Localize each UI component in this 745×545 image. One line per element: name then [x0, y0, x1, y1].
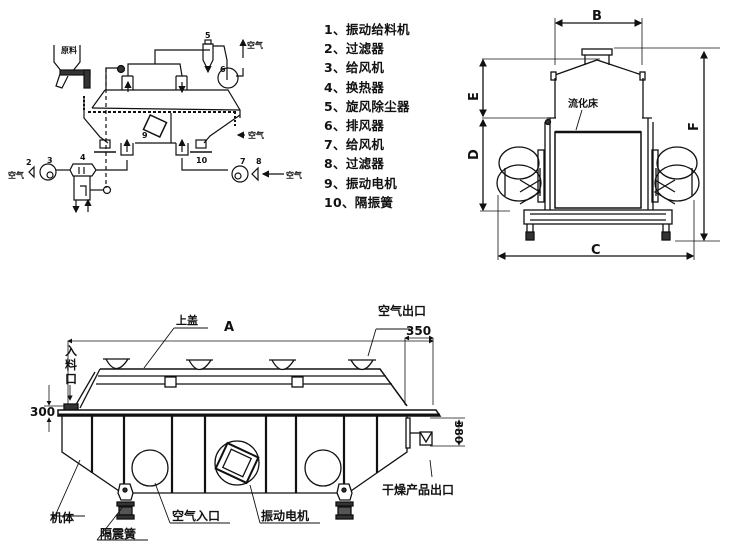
legend-item: 9、振动电机 — [324, 175, 398, 191]
dim-c-label: C — [591, 243, 601, 258]
legend-item: 7、给风机 — [324, 137, 385, 153]
feed-inlet-char: 料 — [65, 357, 77, 372]
legend-item: 4、换热器 — [324, 79, 385, 95]
num-9: 9 — [142, 131, 148, 140]
legend-item: 8、过滤器 — [324, 156, 385, 172]
feed-inlet-char: 入 — [65, 344, 77, 358]
inlet-air-chain-left — [28, 160, 128, 214]
air-inlet-label: 空气入口 — [172, 508, 220, 523]
side-view — [44, 327, 465, 541]
end-view — [479, 18, 720, 260]
air-exhaust-label: 空气 — [247, 40, 263, 50]
end-view-left-motor — [496, 146, 545, 205]
raw-material-hopper: 原料 — [53, 45, 91, 89]
num-6: 6 — [220, 65, 226, 74]
fluidized-bed-label: 流化床 — [568, 97, 599, 110]
dim-350-label: 350 — [406, 324, 431, 338]
side-view-motor — [214, 440, 260, 486]
inlet-air-chain-right — [181, 131, 284, 183]
feed-inlet-label: 入料口 — [65, 344, 77, 386]
end-view-right-motor — [651, 146, 700, 205]
dim-d-label: D — [467, 149, 482, 160]
spring-right — [335, 483, 354, 520]
spring-left — [116, 483, 135, 520]
dim-b-label: B — [592, 9, 602, 24]
num-4: 4 — [80, 153, 86, 162]
component-legend: 1、振动给料机 2、过滤器 3、给风机 4、换热器 5、旋风除尘器 6、排风器 … — [324, 20, 410, 212]
dim-e-label: E — [467, 92, 482, 101]
num-10: 10 — [196, 156, 208, 165]
feed-inlet-char: 口 — [65, 372, 77, 386]
num-8: 8 — [256, 157, 262, 166]
legend-item: 5、旋风除尘器 — [324, 98, 410, 114]
flow-diagram: 原料 — [28, 38, 284, 214]
product-outlet-label: 干燥产品出口 — [382, 482, 454, 497]
hopper-label: 原料 — [61, 45, 77, 55]
legend-item: 6、排风器 — [324, 117, 385, 133]
legend-item: 2、过滤器 — [324, 41, 385, 57]
air-outlet-label: 空气出口 — [378, 303, 426, 318]
vibration-motor-label: 振动电机 — [261, 508, 309, 523]
legend-item: 1、振动给料机 — [324, 22, 410, 37]
dim-300-label: 300 — [30, 405, 55, 419]
dim-f-label: F — [687, 122, 702, 131]
air-label-right: 空气 — [286, 170, 302, 180]
spring-label: 隔震簧 — [100, 526, 136, 541]
top-cover-label: 上盖 — [176, 313, 198, 327]
num-7: 7 — [240, 157, 246, 166]
legend-item: 3、给风机 — [324, 60, 385, 76]
air-side-label: 空气 — [248, 130, 264, 140]
dim-a-label: A — [224, 320, 234, 335]
legend-item: 10、隔振簧 — [324, 194, 394, 210]
num-2: 2 — [26, 158, 32, 167]
dim-380-label: 380 — [452, 421, 465, 444]
num-3: 3 — [47, 156, 53, 165]
dryer-body-schematic — [83, 38, 247, 188]
num-5: 5 — [205, 31, 211, 40]
air-label-left: 空气 — [8, 170, 24, 180]
body-label: 机体 — [50, 510, 75, 525]
